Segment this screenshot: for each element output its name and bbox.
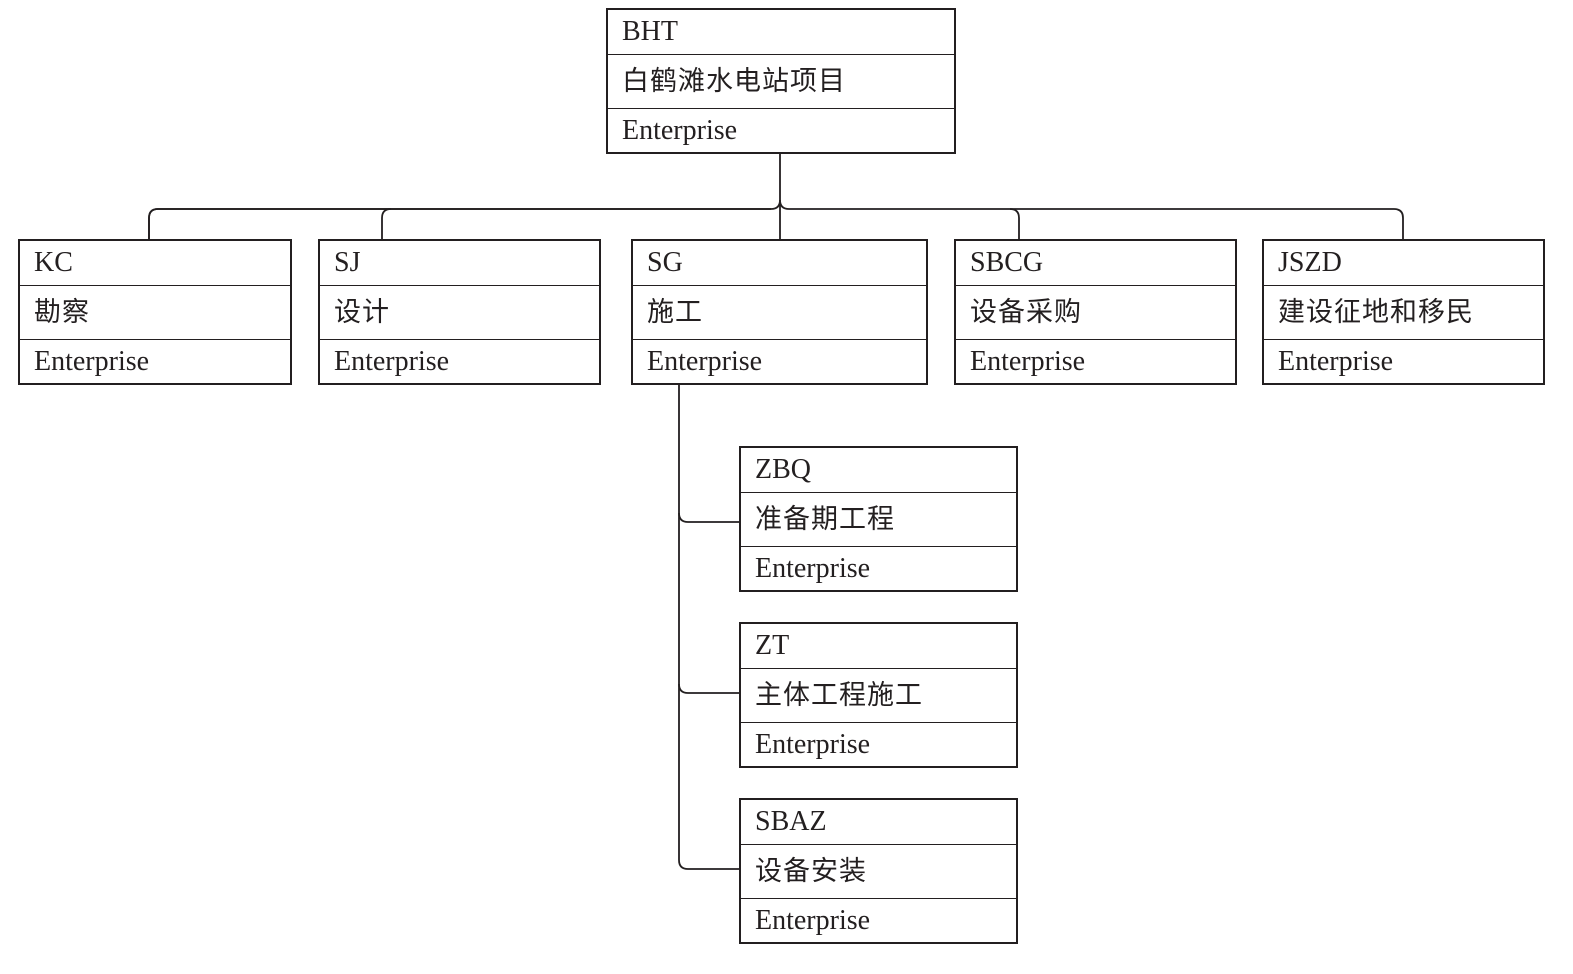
node-code: SBAZ [741, 800, 1016, 845]
node-name: 勘察 [20, 286, 290, 340]
node-kind: Enterprise [34, 345, 150, 377]
node-zt: ZT 主体工程施工 Enterprise [739, 622, 1018, 768]
node-kc: KC 勘察 Enterprise [18, 239, 292, 385]
node-sj: SJ 设计 Enterprise [318, 239, 601, 385]
node-name: 主体工程施工 [741, 669, 1016, 723]
node-code: SBCG [956, 241, 1235, 286]
node-name: 准备期工程 [741, 493, 1016, 547]
node-sbcg: SBCG 设备采购 Enterprise [954, 239, 1237, 385]
connector-bht-kc [148, 208, 771, 239]
node-kind: Enterprise [647, 345, 763, 377]
node-name: 施工 [633, 286, 926, 340]
connector-sg-zbq [678, 512, 739, 523]
node-bht: BHT 白鹤滩水电站项目 Enterprise [606, 8, 956, 154]
node-code: KC [20, 241, 290, 286]
connector-bht-right [779, 199, 1404, 239]
node-kind: Enterprise [755, 552, 871, 584]
connector-bht-sj [381, 208, 392, 239]
node-code: SJ [320, 241, 599, 286]
node-sbaz: SBAZ 设备安装 Enterprise [739, 798, 1018, 944]
node-code: BHT [608, 10, 954, 55]
node-kind: Enterprise [622, 114, 738, 146]
connector-sg-zt [678, 683, 739, 694]
node-code: SG [633, 241, 926, 286]
connector-bht-trunk [148, 154, 781, 239]
node-kind: Enterprise [1278, 345, 1394, 377]
node-code: ZBQ [741, 448, 1016, 493]
node-kind: Enterprise [970, 345, 1086, 377]
node-name: 白鹤滩水电站项目 [608, 55, 954, 109]
node-jszd: JSZD 建设征地和移民 Enterprise [1262, 239, 1545, 385]
connector-bht-sbcg [1009, 208, 1020, 239]
node-code: JSZD [1264, 241, 1543, 286]
connector-sg-spine [678, 385, 739, 870]
node-code: ZT [741, 624, 1016, 669]
node-name: 建设征地和移民 [1264, 286, 1543, 340]
node-name: 设计 [320, 286, 599, 340]
node-kind: Enterprise [334, 345, 450, 377]
node-name: 设备采购 [956, 286, 1235, 340]
node-zbq: ZBQ 准备期工程 Enterprise [739, 446, 1018, 592]
node-kind: Enterprise [755, 904, 871, 936]
node-sg: SG 施工 Enterprise [631, 239, 928, 385]
node-name: 设备安装 [741, 845, 1016, 899]
node-kind: Enterprise [755, 728, 871, 760]
